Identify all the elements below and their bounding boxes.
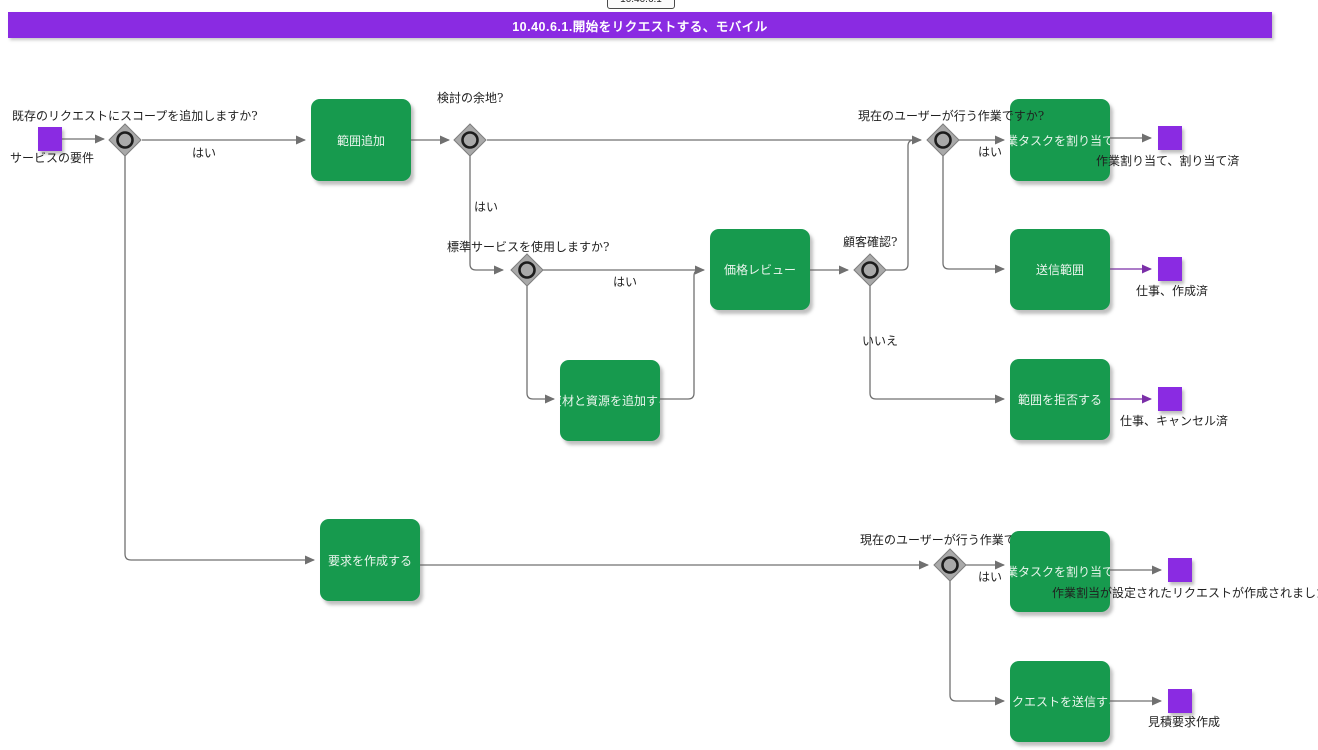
activity-send-request-label: リクエストを送信する: [1010, 695, 1110, 709]
start-node: [38, 127, 62, 151]
activity-assign-task-top-label: 業タスクを割り当て: [1010, 133, 1110, 148]
edge-label-no-1: いいえ: [862, 334, 899, 348]
end-label-quote-created: 見積要求作成: [1148, 715, 1221, 729]
decision-diamonds: [108, 123, 967, 582]
end-node-quote-created: [1168, 689, 1192, 713]
activity-price-review: 価格レビュー: [710, 229, 810, 310]
end-label-job-created: 仕事、作成済: [1136, 284, 1209, 298]
decision-current-user-bottom: [933, 548, 967, 582]
title-banner: 10.40.6.1.開始をリクエストする、モバイル: [8, 12, 1272, 38]
end-label-work-assigned: 作業割り当て、割り当て済: [1096, 154, 1240, 168]
activity-reject-scope-label: 範囲を拒否する: [1017, 393, 1102, 407]
page-title: 10.40.6.1.開始をリクエストする、モバイル: [512, 19, 768, 34]
activity-create-request-label: 要求を作成する: [327, 553, 412, 568]
flow-edges: [62, 133, 1162, 706]
question-standard-service: 標準サービスを使用しますか?: [447, 240, 610, 254]
question-current-user-top: 現在のユーザーが行う作業ですか?: [858, 109, 1045, 123]
activity-add-materials: 資材と資源を追加する: [560, 360, 660, 441]
activity-add-scope-label: 範囲追加: [336, 133, 385, 148]
end-node-work-assigned: [1158, 126, 1182, 150]
decision-standard-service: [510, 253, 544, 287]
edge-label-yes-1: はい: [192, 146, 217, 160]
start-node-label: サービスの要件: [10, 151, 95, 165]
question-review-room: 検討の余地?: [437, 91, 504, 105]
question-current-user-bottom: 現在のユーザーが行う作業ですか?: [860, 533, 1047, 547]
decision-review-room: [453, 123, 487, 157]
activity-add-scope: 範囲追加: [311, 99, 411, 181]
activity-send-request: リクエストを送信する: [1010, 661, 1110, 742]
end-label-request-created: 作業割当が設定されたリクエストが作成されました: [1052, 586, 1318, 600]
end-label-job-cancelled: 仕事、キャンセル済: [1120, 414, 1229, 428]
flow-edges-accent: [1110, 264, 1152, 404]
activity-assign-task-bottom: 業タスクを割り当て: [1010, 531, 1110, 612]
edge-label-yes-3: はい: [613, 275, 638, 289]
decision-customer-confirm: [853, 253, 887, 287]
question-customer-confirm: 顧客確認?: [843, 235, 898, 249]
activity-send-scope-label: 送信範囲: [1035, 263, 1084, 277]
activity-assign-task-top: 業タスクを割り当て: [1010, 99, 1110, 181]
activity-assign-task-bottom-label: 業タスクを割り当て: [1010, 565, 1110, 579]
activity-add-materials-label: 資材と資源を追加する: [560, 394, 660, 408]
decision-add-scope: [108, 123, 142, 157]
activity-create-request: 要求を作成する: [320, 519, 420, 601]
page-tab: 10.40.6.1: [607, 0, 675, 9]
end-node-job-cancelled: [1158, 387, 1182, 411]
question-add-scope: 既存のリクエストにスコープを追加しますか?: [12, 109, 258, 123]
edge-label-yes-5: はい: [978, 570, 1003, 584]
edge-label-yes-4: はい: [978, 145, 1003, 159]
end-node-job-created: [1158, 257, 1182, 281]
activity-send-scope: 送信範囲: [1010, 229, 1110, 310]
edge-label-yes-2: はい: [474, 200, 499, 214]
decision-current-user-top: [926, 123, 960, 157]
end-node-request-created: [1168, 558, 1192, 582]
activity-reject-scope: 範囲を拒否する: [1010, 359, 1110, 440]
activity-price-review-label: 価格レビュー: [723, 263, 796, 277]
